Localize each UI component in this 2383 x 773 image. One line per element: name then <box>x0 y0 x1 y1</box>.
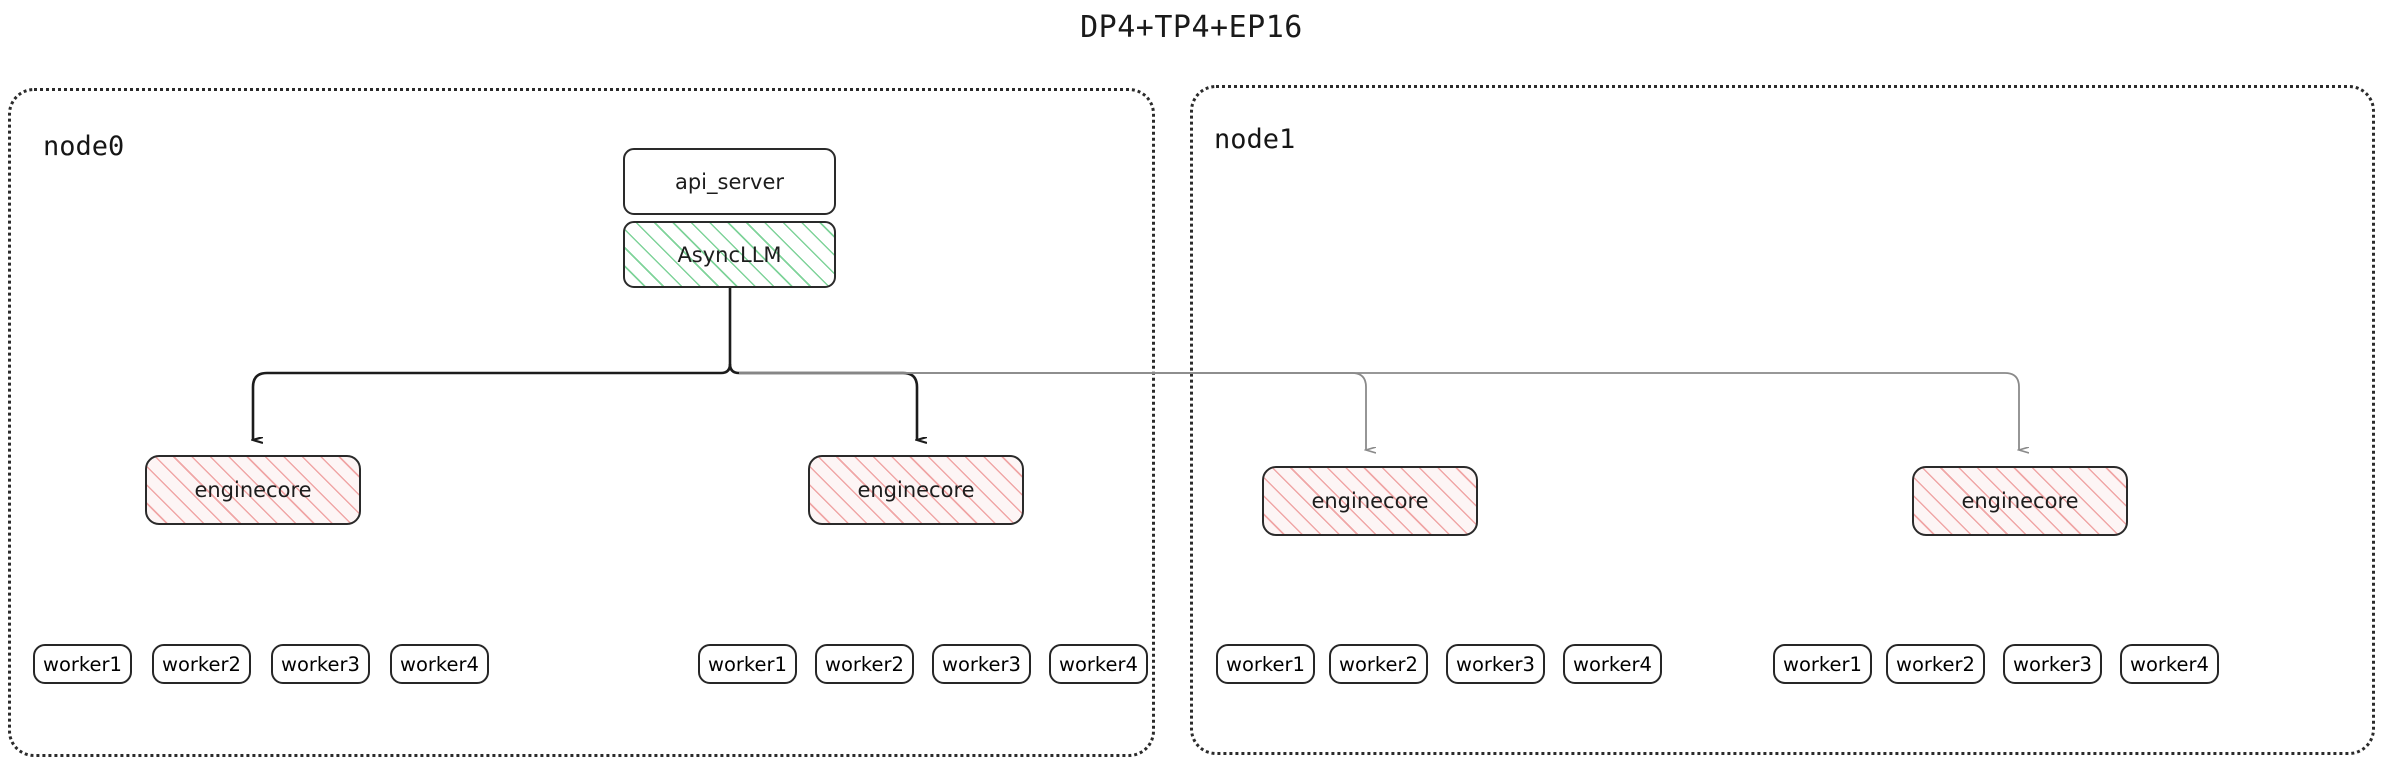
worker-label: worker4 <box>2130 652 2209 676</box>
enginecore-label: enginecore <box>857 478 975 502</box>
worker-box-g2-0[interactable]: worker1 <box>1216 644 1315 684</box>
worker-box-g0-3[interactable]: worker4 <box>390 644 489 684</box>
worker-box-g0-1[interactable]: worker2 <box>152 644 251 684</box>
diagram-title: DP4+TP4+EP16 <box>1080 10 1303 45</box>
worker-label: worker3 <box>942 652 1021 676</box>
worker-box-g3-2[interactable]: worker3 <box>2003 644 2102 684</box>
worker-label: worker1 <box>1226 652 1305 676</box>
worker-box-g2-3[interactable]: worker4 <box>1563 644 1662 684</box>
enginecore-box-node1-1[interactable]: enginecore <box>1912 466 2128 536</box>
worker-label: worker3 <box>1456 652 1535 676</box>
worker-label: worker1 <box>708 652 787 676</box>
worker-box-g3-0[interactable]: worker1 <box>1773 644 1872 684</box>
worker-label: worker2 <box>1339 652 1418 676</box>
worker-box-g0-2[interactable]: worker3 <box>271 644 370 684</box>
worker-label: worker3 <box>281 652 360 676</box>
worker-box-g2-2[interactable]: worker3 <box>1446 644 1545 684</box>
enginecore-box-node0-0[interactable]: enginecore <box>145 455 361 525</box>
enginecore-label: enginecore <box>194 478 312 502</box>
worker-box-g1-3[interactable]: worker4 <box>1049 644 1148 684</box>
async-llm-label: AsyncLLM <box>677 242 782 267</box>
worker-box-g0-0[interactable]: worker1 <box>33 644 132 684</box>
node-label-node1: node1 <box>1214 124 1296 155</box>
worker-label: worker2 <box>162 652 241 676</box>
worker-box-g3-1[interactable]: worker2 <box>1886 644 1985 684</box>
worker-label: worker1 <box>43 652 122 676</box>
worker-label: worker4 <box>400 652 479 676</box>
worker-label: worker1 <box>1783 652 1862 676</box>
api-server-label: api_server <box>674 169 784 194</box>
worker-label: worker2 <box>1896 652 1975 676</box>
worker-label: worker3 <box>2013 652 2092 676</box>
async-llm-box[interactable]: AsyncLLM <box>623 221 836 288</box>
worker-label: worker2 <box>825 652 904 676</box>
enginecore-label: enginecore <box>1311 489 1429 513</box>
enginecore-label: enginecore <box>1961 489 2079 513</box>
worker-box-g3-3[interactable]: worker4 <box>2120 644 2219 684</box>
worker-label: worker4 <box>1059 652 1138 676</box>
worker-box-g1-2[interactable]: worker3 <box>932 644 1031 684</box>
worker-box-g2-1[interactable]: worker2 <box>1329 644 1428 684</box>
node-label-node0: node0 <box>43 131 125 162</box>
worker-box-g1-0[interactable]: worker1 <box>698 644 797 684</box>
api-server-box[interactable]: api_server <box>623 148 836 215</box>
worker-label: worker4 <box>1573 652 1652 676</box>
enginecore-box-node0-1[interactable]: enginecore <box>808 455 1024 525</box>
enginecore-box-node1-0[interactable]: enginecore <box>1262 466 1478 536</box>
worker-box-g1-1[interactable]: worker2 <box>815 644 914 684</box>
